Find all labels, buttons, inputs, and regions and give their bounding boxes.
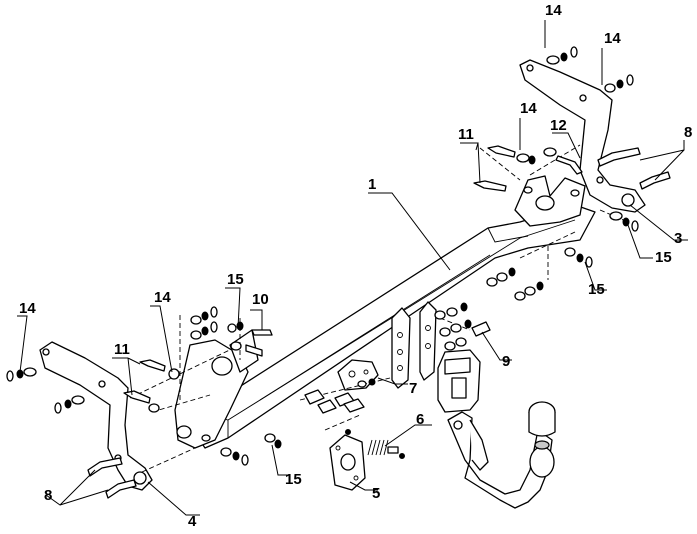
label-part-15-bottom: 15 xyxy=(285,471,302,488)
label-part-14-left: 14 xyxy=(19,300,36,317)
label-part-5: 5 xyxy=(372,485,380,502)
leader-lines xyxy=(17,20,688,516)
socket-plate-part-5 xyxy=(329,434,366,491)
label-part-11-right: 11 xyxy=(458,126,474,143)
label-part-8-right: 8 xyxy=(684,124,692,141)
callout-labels: 1 3 4 5 6 7 8 8 9 10 11 11 12 14 14 14 1… xyxy=(19,2,692,530)
label-part-8-left: 8 xyxy=(44,487,52,504)
label-part-15-left: 15 xyxy=(227,271,244,288)
label-part-9: 9 xyxy=(502,353,510,370)
mount-bracket-part-7 xyxy=(337,359,379,391)
fasteners xyxy=(6,46,671,499)
label-part-14-upper-right: 14 xyxy=(604,30,621,47)
side-bracket-right-part-3 xyxy=(519,59,646,213)
label-part-11-left: 11 xyxy=(114,341,130,358)
center-mount-plates xyxy=(391,301,437,389)
crossbar-right-bracket xyxy=(514,175,586,227)
label-part-15-lower-right: 15 xyxy=(588,281,605,298)
crossbar-left-bracket xyxy=(174,329,259,449)
detachable-towball xyxy=(447,401,556,509)
label-part-14-center: 14 xyxy=(520,100,537,117)
label-part-1: 1 xyxy=(368,176,376,193)
spring-screw-part-6 xyxy=(345,429,405,459)
label-part-10: 10 xyxy=(252,291,269,308)
label-part-6: 6 xyxy=(416,411,424,428)
label-part-3: 3 xyxy=(674,230,682,247)
side-bracket-left-part-4 xyxy=(39,341,153,491)
label-part-14-top: 14 xyxy=(545,2,562,19)
label-part-14-mid-left: 14 xyxy=(154,289,171,306)
label-part-15-right: 15 xyxy=(655,249,672,266)
ball-holder-part-9 xyxy=(437,349,481,413)
label-part-7: 7 xyxy=(409,380,417,397)
label-part-12: 12 xyxy=(550,117,567,134)
label-part-4: 4 xyxy=(188,513,197,530)
